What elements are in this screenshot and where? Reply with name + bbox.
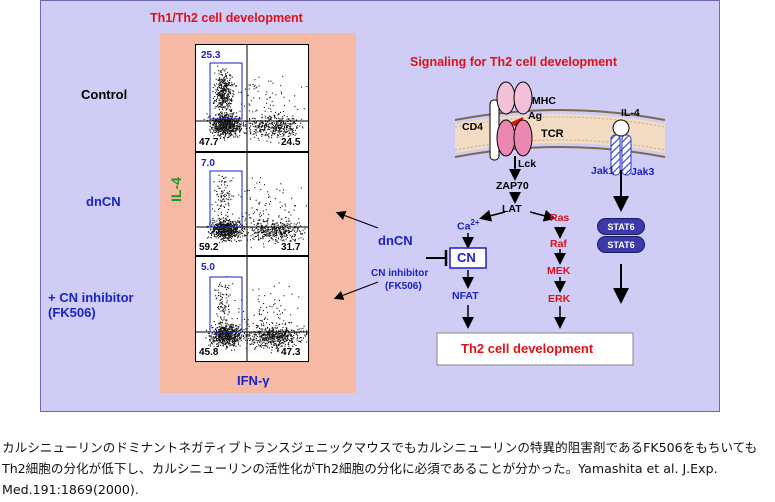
il4-ligand (612, 119, 630, 137)
cd4-label: CD4 (462, 121, 484, 133)
dot-plot-control (196, 45, 308, 151)
dot-plot-dncn (196, 153, 308, 255)
jak3-label: Jak3 (631, 166, 655, 178)
jak1-label: Jak1 (591, 165, 615, 177)
lck-label: Lck (518, 158, 537, 170)
dot-plot-fk506 (196, 257, 308, 361)
tcr-label: TCR (541, 128, 564, 140)
zap70-label: ZAP70 (496, 180, 529, 192)
quadrant-lower-left: 45.8 (198, 347, 220, 358)
facs-plot-fk506: 5.0 45.8 47.3 (195, 256, 309, 362)
dncn-label: dnCN (378, 233, 413, 248)
outcome-label: Th2 cell development (461, 341, 594, 356)
outcome-box (436, 332, 634, 366)
ag-label: Ag (528, 110, 542, 122)
quadrant-lower-left: 59.2 (198, 242, 220, 253)
facs-plot-dncn: 7.0 59.2 31.7 (195, 152, 309, 256)
jak1-receptor (610, 134, 621, 176)
quadrant-upper-left: 7.0 (201, 158, 215, 169)
row-label-control: Control (81, 87, 128, 102)
cn-box (449, 247, 487, 269)
signaling-title: Signaling for Th2 cell development (410, 55, 617, 69)
cn-label: CN (457, 250, 476, 265)
ras-label: Ras (550, 212, 570, 224)
cn-inhibitor-label: CN inhibitor (371, 268, 429, 279)
quadrant-lower-left: 47.7 (198, 137, 220, 148)
facs-title: Th1/Th2 cell development (150, 11, 303, 25)
il4-label: IL-4 (621, 107, 640, 119)
nfat-label: NFAT (452, 290, 479, 302)
stat6-b: STAT6 (597, 236, 645, 253)
row-label-fk506: + CN inhibitor (FK506) (48, 290, 134, 320)
quadrant-upper-left: 5.0 (201, 262, 215, 273)
quadrant-lower-right: 47.3 (280, 347, 302, 358)
mhc-shape (496, 81, 516, 115)
x-axis-label: IFN-γ (237, 373, 270, 388)
tcr-shape (496, 119, 516, 157)
signaling-diagram (333, 81, 666, 366)
facs-plot-control: 25.3 47.7 24.5 (195, 44, 309, 152)
fk506-label: (FK506) (385, 281, 422, 292)
raf-label: Raf (550, 238, 567, 250)
quadrant-upper-left: 25.3 (201, 50, 221, 61)
mhc-label: MHC (532, 95, 556, 107)
stat6-a: STAT6 (597, 218, 645, 235)
quadrant-lower-right: 24.5 (280, 137, 302, 148)
ca-label: Ca2+ (457, 218, 480, 233)
caption: カルシニューリンのドミナントネガティブトランスジェニックマウスでもカルシニューリ… (2, 440, 758, 497)
quadrant-lower-right: 31.7 (280, 242, 302, 253)
lat-label: LAT (502, 203, 522, 215)
jak3-receptor (621, 134, 632, 176)
erk-label: ERK (548, 293, 571, 305)
mek-label: MEK (547, 265, 571, 277)
row-label-dncn: dnCN (86, 194, 121, 209)
